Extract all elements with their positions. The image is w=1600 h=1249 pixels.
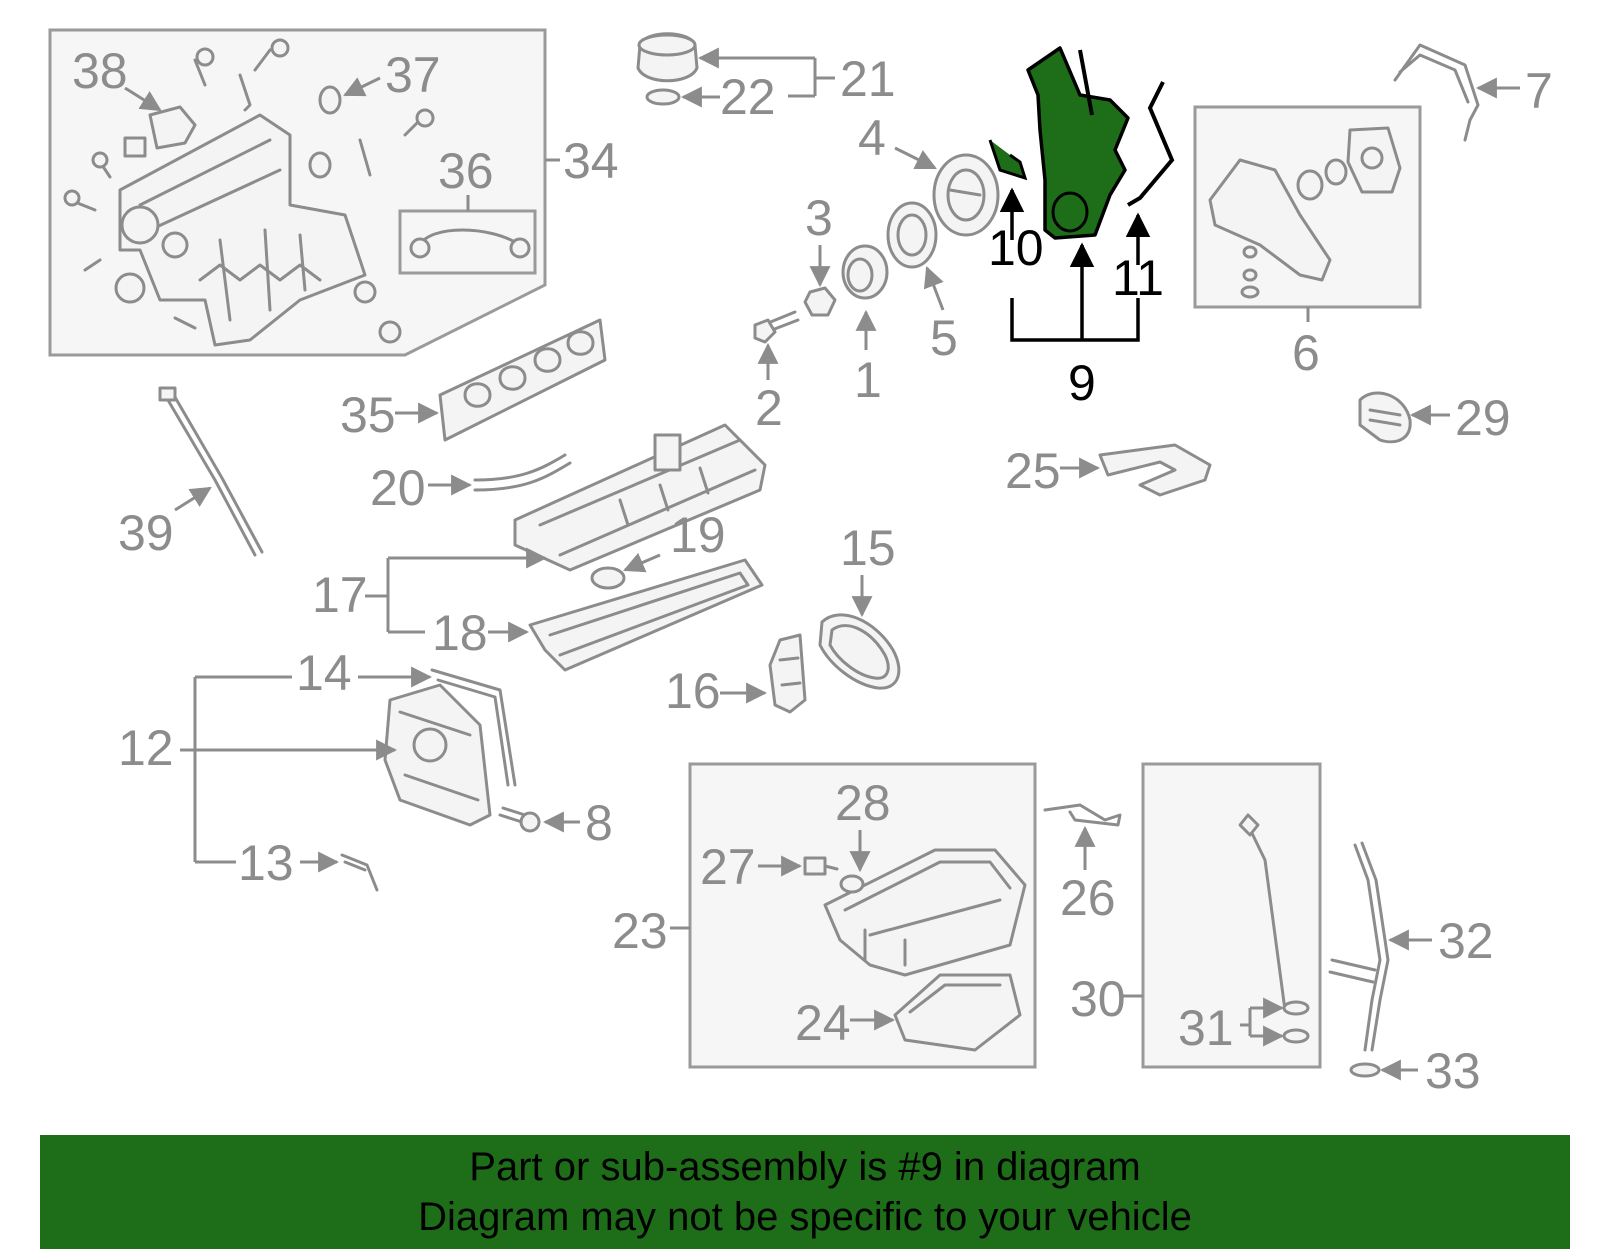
sprocket-5[interactable] — [886, 201, 938, 269]
gasket-14[interactable] — [430, 668, 517, 787]
dipstick-tube-32[interactable] — [1328, 841, 1390, 1052]
bracket-13[interactable] — [340, 853, 379, 892]
gasket-7[interactable] — [1393, 43, 1480, 142]
baffle-25[interactable] — [1098, 443, 1212, 497]
callout-14[interactable]: 14 — [296, 645, 352, 701]
callout-3[interactable]: 3 — [805, 190, 833, 246]
front-cover-9-highlight[interactable] — [988, 46, 1175, 240]
oil-filler-cap-21[interactable] — [636, 32, 699, 83]
pulley-4[interactable] — [932, 153, 1000, 237]
callout-31[interactable]: 31 — [1178, 1000, 1234, 1056]
callout-39[interactable]: 39 — [118, 505, 174, 561]
gasket-15[interactable] — [818, 613, 901, 690]
callout-29[interactable]: 29 — [1455, 390, 1511, 446]
intake-manifold-part[interactable] — [118, 113, 367, 347]
callout-7[interactable]: 7 — [1525, 63, 1553, 119]
callout-4[interactable]: 4 — [858, 110, 886, 166]
bolt-8[interactable] — [498, 806, 541, 833]
oil-pan-23[interactable] — [823, 848, 1027, 977]
callout-37[interactable]: 37 — [385, 47, 441, 103]
cap-seal-22[interactable] — [645, 88, 681, 106]
seal-1[interactable] — [841, 244, 889, 300]
bracket-26[interactable] — [1043, 803, 1122, 827]
small-fasteners-34[interactable] — [63, 38, 435, 344]
dipstick-tube-39[interactable] — [158, 386, 264, 557]
callout-2[interactable]: 2 — [755, 380, 783, 436]
oil-pump-6[interactable] — [1208, 126, 1402, 299]
callout-32[interactable]: 32 — [1438, 913, 1494, 969]
callout-23[interactable]: 23 — [612, 903, 668, 959]
callout-9[interactable]: 9 — [1068, 355, 1096, 411]
callout-8[interactable]: 8 — [585, 795, 613, 851]
info-banner: Part or sub-assembly is #9 in diagram Di… — [40, 1135, 1570, 1249]
callout-35[interactable]: 35 — [340, 387, 396, 443]
callout-20[interactable]: 20 — [370, 460, 426, 516]
callout-5[interactable]: 5 — [930, 310, 958, 366]
callout-19[interactable]: 19 — [670, 507, 726, 563]
callout-6[interactable]: 6 — [1292, 325, 1320, 381]
seal-33[interactable] — [1349, 1062, 1381, 1078]
callout-12[interactable]: 12 — [118, 720, 174, 776]
washer-28[interactable] — [839, 874, 865, 894]
callout-28[interactable]: 28 — [835, 775, 891, 831]
banner-line-1: Part or sub-assembly is #9 in diagram — [469, 1145, 1141, 1189]
box-36-hose[interactable] — [398, 209, 537, 275]
callout-21[interactable]: 21 — [840, 51, 896, 107]
callout-30[interactable]: 30 — [1070, 971, 1126, 1027]
bolt-2[interactable] — [753, 310, 800, 344]
breather-hose-20[interactable] — [473, 453, 572, 492]
oil-pan-baffle-24[interactable] — [893, 973, 1022, 1052]
callout-17[interactable]: 17 — [312, 567, 368, 623]
callout-22[interactable]: 22 — [720, 69, 776, 125]
dipstick-30[interactable] — [1238, 813, 1287, 1012]
timing-cover-12[interactable] — [383, 683, 492, 827]
callout-25[interactable]: 25 — [1005, 443, 1061, 499]
seal-19[interactable] — [590, 566, 626, 590]
callout-11[interactable]: 11 — [1112, 250, 1164, 306]
callout-15[interactable]: 15 — [840, 520, 896, 576]
callout-13[interactable]: 13 — [238, 835, 294, 891]
callout-26[interactable]: 26 — [1060, 870, 1116, 926]
nut-3[interactable] — [803, 286, 837, 317]
callout-34[interactable]: 34 — [563, 133, 619, 189]
callout-16[interactable]: 16 — [665, 663, 721, 719]
valve-cover-gasket-18[interactable] — [528, 558, 764, 672]
drain-plug-27[interactable] — [803, 856, 839, 876]
sensor-38[interactable] — [148, 105, 197, 150]
callout-38[interactable]: 38 — [72, 43, 128, 99]
callout-24[interactable]: 24 — [795, 995, 851, 1051]
callout-1[interactable]: 1 — [854, 352, 882, 408]
callout-36[interactable]: 36 — [438, 143, 494, 199]
bracket-16[interactable] — [768, 633, 807, 714]
callout-10[interactable]: 10 — [988, 220, 1044, 276]
dipstick-box-30 — [1141, 762, 1322, 1069]
callout-18[interactable]: 18 — [432, 605, 488, 661]
parts-diagram: 38 37 36 34 39 35 20 19 17 18 — [48, 28, 1553, 1099]
banner-line-2: Diagram may not be specific to your vehi… — [418, 1195, 1192, 1239]
exhaust-gasket-35[interactable] — [438, 318, 607, 442]
oil-filter-29[interactable] — [1358, 391, 1412, 444]
callout-33[interactable]: 33 — [1425, 1043, 1481, 1099]
callout-27[interactable]: 27 — [700, 839, 756, 895]
valve-cover-17[interactable] — [513, 423, 767, 572]
